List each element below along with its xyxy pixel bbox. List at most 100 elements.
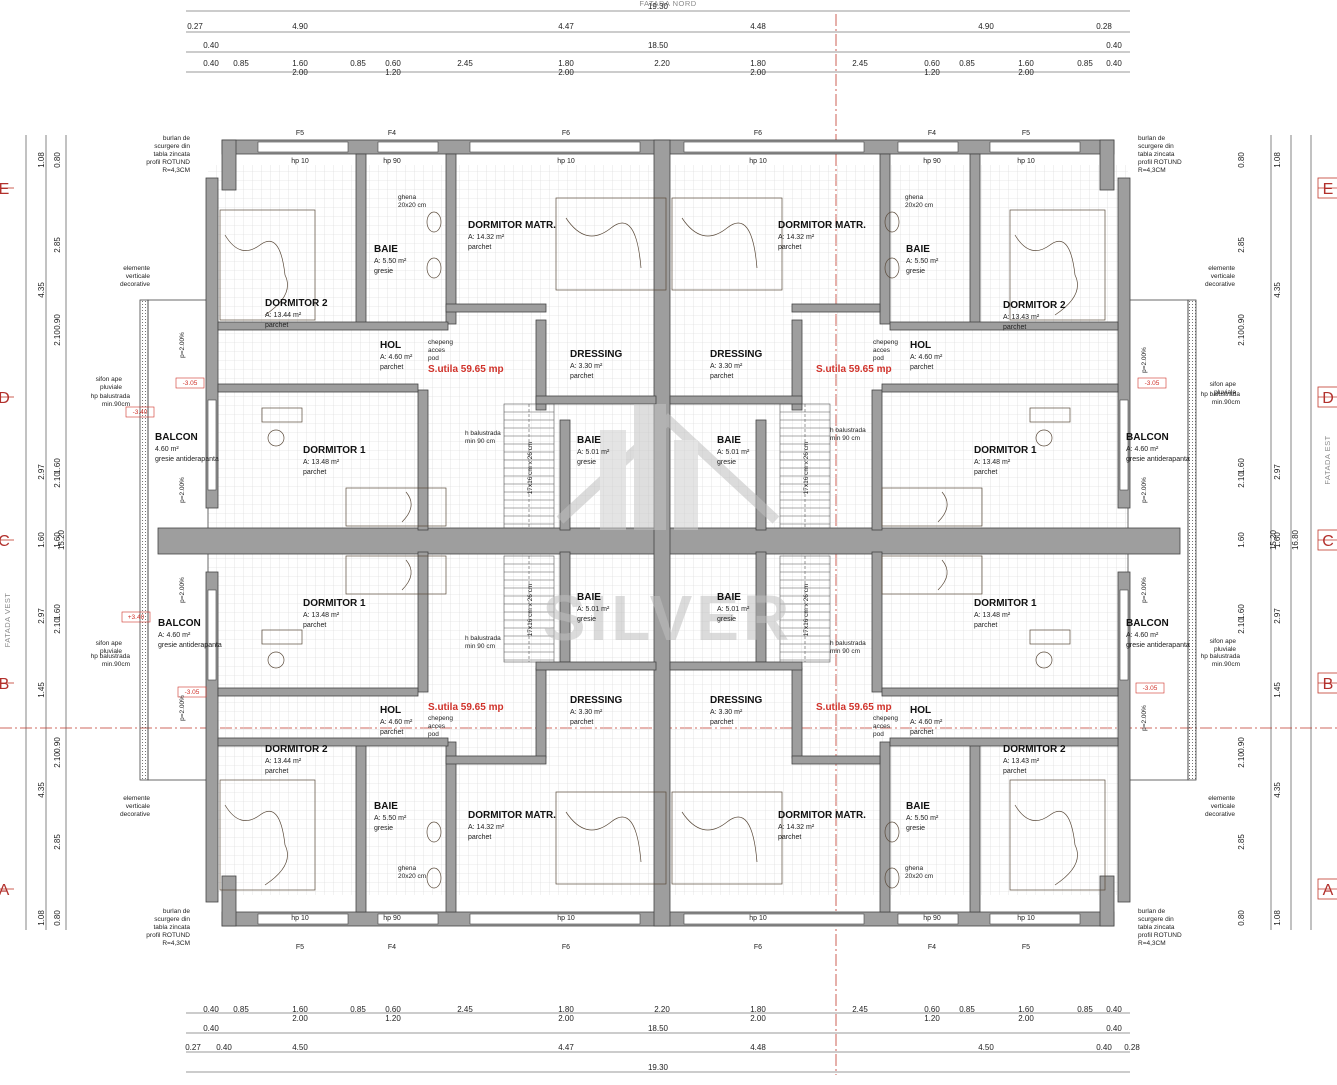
- room-finish: parchet: [1003, 324, 1026, 331]
- room-finish: parchet: [974, 469, 997, 476]
- room-area: A: 5.50 m²: [906, 815, 939, 822]
- room-area: A: 5.50 m²: [374, 815, 407, 822]
- room-area: A: 14.32 m²: [468, 824, 505, 831]
- dim-value: 4.35: [37, 782, 46, 798]
- downpipe-note: R=4,3CM: [1138, 167, 1166, 174]
- dim-value: 0.40: [1096, 1043, 1112, 1052]
- dim-value: 0.85: [959, 59, 975, 68]
- parapet-height: hp 10: [749, 915, 767, 922]
- siphon-note: sifon ape: [1210, 638, 1237, 645]
- downpipe-note: tabla zincata: [154, 924, 191, 931]
- room-name: DRESSING: [710, 349, 762, 360]
- furniture: [219, 197, 1106, 891]
- railing-note: hp balustrada: [1201, 653, 1241, 660]
- dim-value: 1.60: [1237, 458, 1246, 474]
- dim-value: 2.45: [852, 59, 868, 68]
- downpipe-note: profil ROTUND: [1138, 159, 1182, 166]
- room-finish: gresie antiderapanta: [1126, 642, 1190, 649]
- dim-value: 0.80: [1237, 152, 1246, 168]
- dim-value: 2.97: [37, 464, 46, 480]
- dim-value: 0.40: [1106, 41, 1122, 50]
- room-area: A: 13.48 m²: [303, 459, 340, 466]
- room-area: A: 13.43 m²: [1003, 314, 1040, 321]
- dim-value: 1.60: [53, 604, 62, 620]
- dim-left-outer: 1.084.352.971.602.971.454.351.08: [37, 152, 46, 926]
- dim-value: 1.60: [1018, 1005, 1034, 1014]
- parapet-height: hp 10: [557, 158, 575, 165]
- dim-value: 2.00: [292, 68, 308, 77]
- dim-value: 0.85: [350, 59, 366, 68]
- dim-value: 1.80: [750, 59, 766, 68]
- room-name: BAIE: [717, 592, 741, 603]
- axis-label-left: B: [0, 676, 9, 693]
- dim-bottom-total: 19.30: [648, 1063, 669, 1072]
- room-finish: gresie antiderapanta: [1126, 456, 1190, 463]
- siphon-note: pluviale: [1214, 646, 1236, 653]
- parapet-height: hp 10: [291, 915, 309, 922]
- parapet-height: hp 90: [383, 915, 401, 922]
- dim-value: 1.45: [37, 682, 46, 698]
- room-name: BAIE: [577, 592, 601, 603]
- room-area: A: 13.43 m²: [1003, 758, 1040, 765]
- downpipe-note: tabla zincata: [1138, 924, 1175, 931]
- dim-value: 1.08: [37, 152, 46, 168]
- room-name: DORMITOR 1: [974, 445, 1037, 456]
- dim-value: 1.80: [558, 59, 574, 68]
- windows: [207, 141, 1129, 925]
- room-finish: gresie: [906, 268, 925, 275]
- stair_rail-note: h balustrada: [465, 430, 501, 437]
- dim-value: 0.85: [1077, 59, 1093, 68]
- side-dimensions: [25, 135, 1312, 930]
- dim-value: 0.60: [924, 59, 940, 68]
- railing-note: hp balustrada: [91, 393, 131, 400]
- axis-label-left: D: [0, 390, 10, 407]
- dim-value: 2.00: [1018, 1014, 1034, 1023]
- hatch-note: chepeng: [428, 339, 453, 346]
- room-finish: parchet: [910, 364, 933, 371]
- dim-value: 1.60: [1237, 532, 1246, 548]
- ghena-note: 20x20 cm: [398, 202, 426, 209]
- dim-value: 0.40: [1106, 1024, 1122, 1033]
- dim-value: 1.20: [385, 1014, 401, 1023]
- room-name: DORMITOR 1: [974, 598, 1037, 609]
- siphon-note: pluviale: [1214, 389, 1236, 396]
- room-finish: parchet: [1003, 768, 1026, 775]
- room-finish: parchet: [778, 834, 801, 841]
- dim-value: 1.60: [53, 532, 62, 548]
- dim-value: 2.00: [750, 68, 766, 77]
- dim-value: 0.90: [53, 314, 62, 330]
- slope-mark: p=2.00%: [1141, 577, 1148, 603]
- hatch-note: chepeng: [873, 715, 898, 722]
- room-name: DORMITOR MATR.: [468, 810, 556, 821]
- axis-label-left: E: [0, 181, 9, 198]
- dim-value: 0.40: [203, 1005, 219, 1014]
- axis-label-right: C: [1322, 533, 1334, 550]
- stair-spec: 17x16 cm x 26 cm: [527, 584, 534, 637]
- axis-label-right: E: [1323, 181, 1334, 198]
- usable-area: S.utila 59.65 mp: [816, 364, 892, 375]
- dim-value: 0.40: [203, 59, 219, 68]
- parapet-height: hp 10: [1017, 915, 1035, 922]
- room-finish: parchet: [974, 622, 997, 629]
- dim-value: 4.50: [978, 1043, 994, 1052]
- dim-value: 0.90: [1237, 314, 1246, 330]
- ghena-note: 20x20 cm: [398, 873, 426, 880]
- dim-value: 2.45: [852, 1005, 868, 1014]
- usable-area: S.utila 59.65 mp: [816, 702, 892, 713]
- parapet-height: hp 90: [923, 915, 941, 922]
- dim-value: 0.28: [1096, 22, 1112, 31]
- dim-value: 0.80: [53, 910, 62, 926]
- downpipe-note: profil ROTUND: [1138, 932, 1182, 939]
- room-area: A: 5.01 m²: [717, 606, 750, 613]
- decor-note: decorative: [1205, 811, 1235, 818]
- stair_rail-note: min 90 cm: [465, 438, 495, 445]
- dim-right-inner: 0.802.850.902.101.602.101.601.602.100.90…: [1237, 152, 1246, 926]
- dim-value: 2.85: [1237, 237, 1246, 253]
- railing-note: min.90cm: [1212, 399, 1240, 406]
- level-mark: +3.40: [128, 614, 145, 621]
- dim-value: 2.00: [558, 1014, 574, 1023]
